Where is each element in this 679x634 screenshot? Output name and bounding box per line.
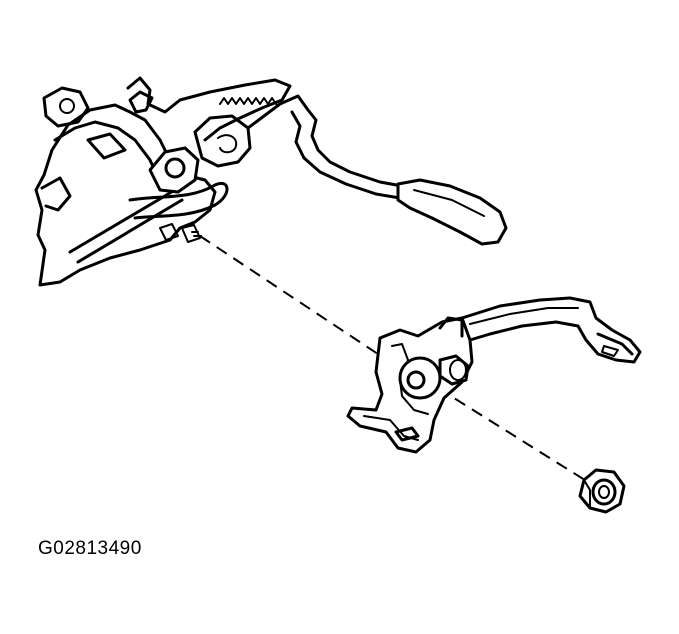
- bracket-arm-foot-slot: [601, 345, 619, 357]
- bracket-stud-end: [449, 359, 467, 381]
- column-slot: [86, 132, 127, 160]
- column-lower-left-bracket: [40, 176, 72, 212]
- hex-nut-edge: [583, 479, 591, 509]
- clamp-knuckle-hole: [164, 157, 186, 179]
- figure-code-label: G02813490: [38, 538, 142, 559]
- bracket-pivot-hole: [406, 370, 426, 390]
- upper-bracket: [126, 76, 292, 142]
- alignment-line-lower: [437, 387, 589, 483]
- mount-bolt-thread: [191, 231, 202, 237]
- hex-nut-bore: [598, 485, 610, 499]
- pull-rod: [68, 188, 184, 264]
- bracket-pivot-hub: [398, 356, 442, 400]
- pedal-bracket-assembly: [346, 296, 642, 454]
- hex-nut-icon: [578, 468, 626, 514]
- bracket-upper-tab: [438, 316, 464, 338]
- alignment-lines: [199, 235, 589, 483]
- bracket-stud: [438, 354, 470, 386]
- release-lever-arm: [246, 94, 404, 188]
- release-handle-grip: [396, 178, 508, 246]
- column-left-boss: [42, 86, 90, 128]
- column-inner-contour: [53, 120, 162, 184]
- hex-nut-face: [591, 478, 617, 506]
- hex-nut-body: [578, 468, 626, 514]
- mount-bolt-right: [181, 224, 201, 243]
- curved-bar: [128, 181, 229, 220]
- ratchet-teeth: [219, 97, 277, 105]
- bracket-arm-top: [460, 296, 642, 364]
- mount-bolt-left: [159, 223, 179, 241]
- bracket-arm-ridge: [469, 307, 579, 325]
- column-body-outline: [34, 103, 217, 287]
- alignment-line-upper: [199, 235, 403, 371]
- pivot-housing: [193, 114, 252, 168]
- upper-assembly: [34, 76, 508, 287]
- release-lever-arm-lower: [290, 110, 402, 200]
- column-left-boss-hole: [59, 98, 75, 114]
- upper-small-tab: [128, 90, 154, 114]
- bracket-arm-foot: [596, 332, 634, 356]
- bracket-lower-slot: [394, 426, 420, 442]
- clamp-knuckle: [148, 146, 200, 194]
- pivot-hook: [217, 134, 238, 154]
- release-handle-highlight: [413, 189, 485, 217]
